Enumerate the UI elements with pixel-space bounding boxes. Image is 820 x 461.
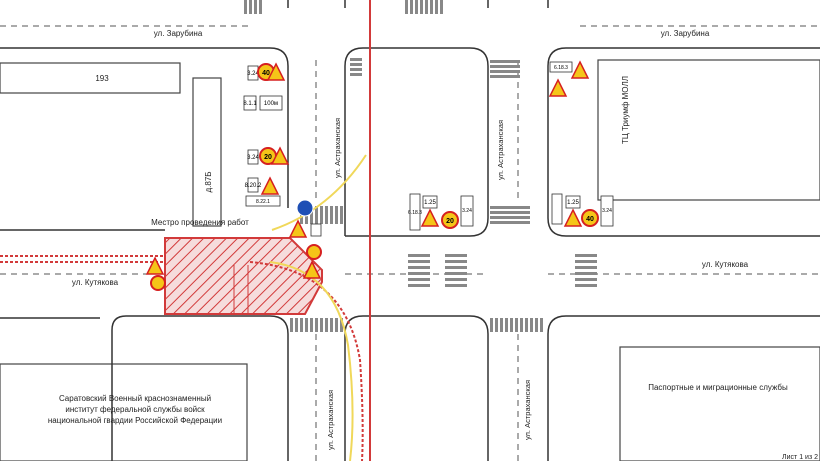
building-passport-service bbox=[619, 346, 820, 461]
plate-325-b: 3.24 bbox=[247, 155, 259, 161]
street-label-kutyakova-left: ул. Кутякова bbox=[72, 278, 119, 287]
building-87b bbox=[192, 77, 222, 227]
building-label-triumph-mall: ТЦ Триумф МОЛЛ bbox=[621, 76, 630, 144]
buildings bbox=[0, 59, 820, 461]
plate-125-b: 1.25 bbox=[567, 200, 579, 206]
sign-cluster-nw: 3.24 40 8.1.1 100м bbox=[243, 62, 286, 111]
building-label-institute-2: институт федеральной службы войск bbox=[65, 405, 205, 414]
street-label-zarubina-right: ул. Зарубина bbox=[661, 29, 710, 38]
sign-cluster-work-zone bbox=[145, 244, 322, 291]
bypass-route bbox=[269, 154, 367, 461]
building-193 bbox=[0, 62, 181, 94]
plate-325: 3.24 bbox=[247, 71, 259, 77]
sign-cluster-w: 3.24 20 8.20.2 8.22.1 bbox=[245, 146, 322, 238]
street-label-astrakhanskaya-bottom-right: ул. Астраханская bbox=[523, 380, 532, 440]
building-label-institute-3: национальной гвардии Российской Федераци… bbox=[48, 416, 222, 425]
speed-limit-40-b: 40 bbox=[586, 216, 594, 223]
labels: ул. Зарубина ул. Зарубина ул. Кутякова у… bbox=[48, 29, 818, 461]
warning-roadworks-icon bbox=[288, 219, 308, 238]
work-zone bbox=[164, 237, 323, 315]
crosswalk-center-left bbox=[408, 254, 430, 287]
sheet-label: Лист 1 из 2 bbox=[782, 454, 818, 461]
mandatory-direction-icon bbox=[296, 199, 314, 217]
crosswalk-bottom-right bbox=[490, 318, 543, 332]
warning-roadworks-icon bbox=[563, 208, 583, 227]
sign-cluster-e: 1.25 40 3.24 bbox=[551, 193, 614, 227]
plate-811: 8.1.1 bbox=[243, 101, 257, 107]
warning-roadworks-icon bbox=[260, 176, 280, 195]
building-label-87b: д.87Б bbox=[204, 171, 213, 192]
fence-lines bbox=[0, 0, 371, 461]
speed-limit-20-b: 20 bbox=[446, 218, 454, 225]
warning-roadworks-icon bbox=[570, 60, 590, 79]
building-label-passport-service: Паспортные и миграционные службы bbox=[648, 383, 788, 392]
plate-100m: 100м bbox=[264, 101, 278, 107]
building-triumph-mall bbox=[597, 59, 820, 201]
traffic-signs: 3.24 40 8.1.1 100м 3.24 20 8.20.2 8.22.1 bbox=[145, 60, 614, 291]
crosswalk-bottom-left bbox=[290, 318, 343, 332]
crosswalk-top-left bbox=[244, 0, 262, 14]
street-label-kutyakova-right: ул. Кутякова bbox=[702, 260, 749, 269]
speed-limit-20: 20 bbox=[264, 154, 272, 161]
plate-8221: 8.22.1 bbox=[256, 199, 270, 205]
building-label-institute-1: Саратовский Военный краснознаменный bbox=[59, 394, 211, 403]
warning-roadworks-icon bbox=[266, 62, 286, 81]
speed-limit-40: 40 bbox=[262, 70, 270, 77]
sign-cluster-ne: 6.18.3 bbox=[548, 60, 590, 97]
warning-roadworks-icon bbox=[302, 260, 322, 279]
sign-cluster-center: 6.18.3 1.25 20 3.24 bbox=[408, 193, 474, 231]
plate-618-b: 6.18.3 bbox=[554, 65, 568, 71]
street-label-zarubina-left: ул. Зарубина bbox=[154, 29, 203, 38]
crosswalk-right-kutyakova bbox=[575, 254, 597, 287]
crosswalk-top-center bbox=[405, 0, 443, 14]
crosswalk-right-top bbox=[490, 206, 530, 224]
street-label-astrakhanskaya-top-left: ул. Астраханская bbox=[333, 118, 342, 178]
street-label-astrakhanskaya-bottom-left: ул. Астраханская bbox=[326, 390, 335, 450]
plate-125: 1.25 bbox=[424, 200, 436, 206]
warning-roadworks-icon bbox=[145, 256, 165, 275]
plate-325-d: 3.24 bbox=[602, 208, 612, 214]
plate-8202: 8.20.2 bbox=[245, 183, 262, 189]
crosswalks bbox=[244, 0, 597, 332]
plate-618: 6.18.3 bbox=[408, 210, 422, 216]
warning-roadworks-icon bbox=[270, 146, 290, 165]
crosswalk-center-right bbox=[445, 254, 467, 287]
warning-roadworks-icon bbox=[420, 208, 440, 227]
crosswalk-north-center bbox=[350, 58, 520, 78]
building-institute bbox=[0, 363, 248, 461]
plate-325-c: 3.24 bbox=[462, 208, 472, 214]
building-label-193: 193 bbox=[95, 74, 109, 83]
work-zone-label: Местро проведения работ bbox=[151, 218, 249, 227]
warning-roadworks-icon bbox=[548, 78, 568, 97]
street-label-astrakhanskaya-top-right: ул. Астраханская bbox=[496, 120, 505, 180]
